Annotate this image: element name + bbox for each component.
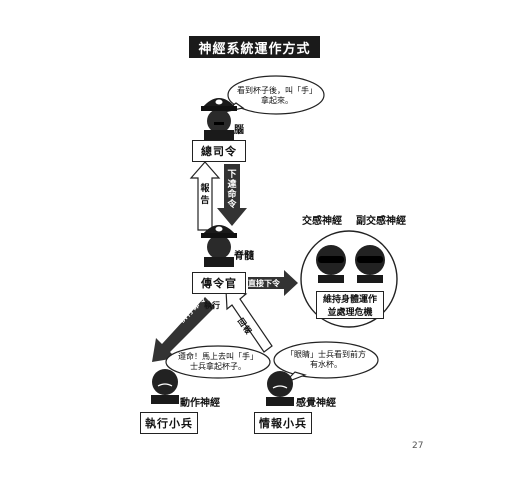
downward-order-char: 下 [227,170,237,180]
messenger-box: 傳令官 [192,272,246,294]
bubble-messenger-line2: 士兵拿起杯子。 [190,362,246,371]
page-number: 27 [412,441,424,451]
bubble-sensory-text: 「眼睛」士兵看到前方 有水杯。 [278,350,374,370]
diagram-title: 神經系統運作方式 [189,36,320,58]
arrow-report-up [189,161,221,231]
speech-bubble-messenger [165,345,271,379]
bubble-messenger-line1: 遵命！馬上去叫「手」 [178,352,258,361]
downward-order-char: 令 [227,200,237,210]
execute-label: 執行 [204,301,220,310]
commander-box: 總司令 [192,140,246,162]
motor-nerve-label: 動作神經 [180,398,220,409]
parasympathetic-figure [355,245,385,283]
downward-order-char: 達 [227,180,237,190]
bubble-sensory-line2: 有水杯。 [310,360,342,369]
report-up-char: 報 [200,184,210,194]
autonomic-box-line1: 維持身體運作 [322,295,377,305]
arrow-report-back [225,289,273,353]
direct-order-label: 直接下令 [248,279,280,288]
bubble-sensory-line1: 「眼睛」士兵看到前方 [286,350,366,359]
arrow-direct-order [248,270,298,296]
spine-label: 脊髓 [234,251,254,262]
sympathetic-figure [316,245,346,283]
bubble-commander-line1: 看到杯子後，叫「手」 [237,86,317,95]
motor-box: 執行小兵 [140,412,198,434]
brain-label: 腦 [234,125,244,136]
sensory-nerve-label: 感覺神經 [296,398,336,409]
downward-order-char: 命 [227,190,237,200]
sympathetic-label: 交感神經 [302,216,342,227]
bubble-messenger-text: 遵命！馬上去叫「手」 士兵拿起杯子。 [170,352,266,372]
messenger-figure [201,225,237,267]
report-up-char: 告 [200,196,210,206]
sensory-soldier-figure [266,371,294,406]
speech-bubble-sensory [273,341,379,379]
autonomic-box-line2: 並處理危機 [327,308,373,318]
arrow-downward-order [217,164,247,226]
speech-bubble-commander [227,75,325,115]
autonomic-box: 維持身體運作 並處理危機 [316,291,384,319]
arrow-execute-order [152,297,215,362]
motor-soldier-figure [151,369,179,404]
bubble-commander-text: 看到杯子後，叫「手」 拿起來。 [232,86,322,106]
commander-figure [201,98,237,140]
parasympathetic-label: 副交感神經 [356,216,406,227]
sensory-box: 情報小兵 [254,412,312,434]
bubble-commander-line2: 拿起來。 [261,96,293,105]
